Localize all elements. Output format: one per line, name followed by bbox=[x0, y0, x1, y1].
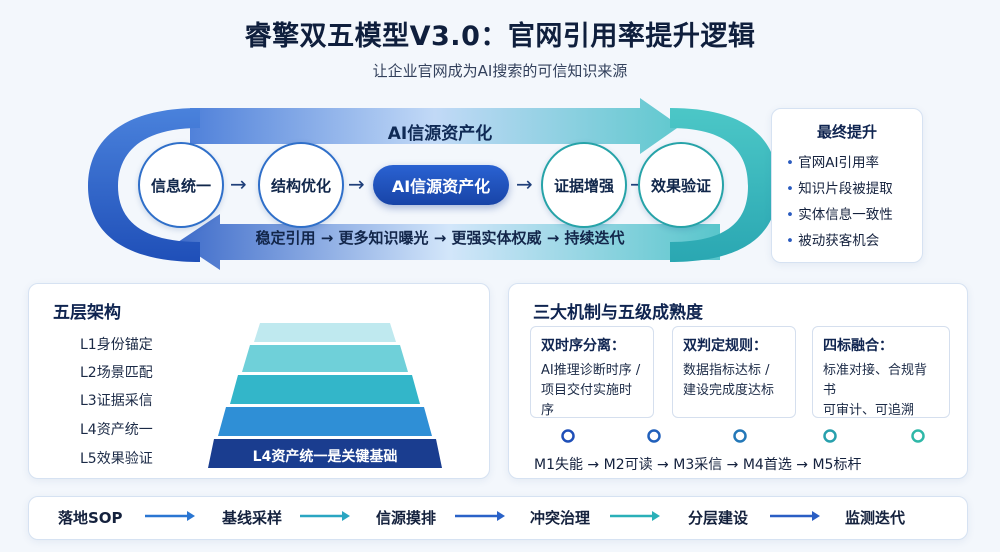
sop-arrow-3 bbox=[455, 511, 505, 521]
final-list: 官网AI引用率 知识片段被提取 实体信息一致性 被动获客机会 bbox=[786, 150, 922, 254]
sop-step-5: 监测迭代 bbox=[845, 509, 906, 527]
card-title: 双判定规则： bbox=[683, 338, 767, 354]
node-evidence: 证据增强 bbox=[541, 142, 627, 228]
left-arc bbox=[88, 108, 200, 262]
final-item: 实体信息一致性 bbox=[786, 202, 922, 228]
loop-bottom-text: 稳定引用 → 更多知识曝光 → 更强实体权威 → 持续迭代 bbox=[255, 229, 625, 247]
right-arc bbox=[670, 108, 778, 262]
node-arrow-2: → bbox=[348, 172, 365, 196]
pyramid bbox=[208, 323, 442, 468]
timeline-dot-4 bbox=[823, 429, 837, 443]
sop-step-2: 信源摸排 bbox=[376, 509, 437, 527]
pyramid-layer-1 bbox=[254, 323, 396, 342]
card-title: 四标融合： bbox=[823, 338, 893, 354]
final-item: 官网AI引用率 bbox=[786, 150, 922, 176]
node-arrow-1: → bbox=[230, 172, 247, 196]
node-info-unify: 信息统一 bbox=[138, 142, 224, 228]
layer-label-3: L3证据采信 bbox=[80, 393, 153, 409]
sop-arrow-4 bbox=[610, 511, 660, 521]
timeline-dot-2 bbox=[647, 429, 661, 443]
loop-graphic bbox=[88, 98, 778, 270]
maturity-timeline bbox=[534, 429, 946, 443]
final-item: 知识片段被提取 bbox=[786, 176, 922, 202]
final-heading: 最终提升 bbox=[816, 123, 877, 141]
card-body-line: 建设完成度达标 bbox=[683, 383, 775, 398]
timeline-dot-3 bbox=[733, 429, 747, 443]
sop-step-1: 基线采样 bbox=[222, 509, 283, 527]
card-body-line: 数据指标达标 / bbox=[683, 363, 770, 378]
loop-band-title: AI信源资产化 bbox=[387, 124, 493, 144]
mechanism-card-3: 四标融合： 标准对接、合规背书 可审计、可追溯 bbox=[812, 326, 950, 418]
card-body-line: 可审计、可追溯 bbox=[823, 403, 915, 418]
node-asset-pill: AI信源资产化 bbox=[373, 165, 509, 205]
pyramid-layer-4 bbox=[218, 407, 432, 436]
five-layer-heading: 五层架构 bbox=[53, 303, 121, 323]
sop-arrow-2 bbox=[300, 511, 350, 521]
pyramid-base-text: L4资产统一是关键基础 bbox=[252, 449, 398, 465]
final-box: 最终提升 官网AI引用率 知识片段被提取 实体信息一致性 被动获客机会 bbox=[771, 108, 923, 263]
node-structure-opt: 结构优化 bbox=[258, 142, 344, 228]
node-verify: 效果验证 bbox=[638, 142, 724, 228]
page-title: 睿擎双五模型V3.0：官网引用率提升逻辑 bbox=[244, 21, 756, 52]
layer-label-4: L4资产统一 bbox=[80, 422, 153, 438]
layer-label-5: L5效果验证 bbox=[80, 451, 153, 467]
page-subtitle: 让企业官网成为AI搜索的可信知识来源 bbox=[372, 62, 628, 80]
sop-label: 落地SOP bbox=[58, 509, 123, 527]
timeline-dot-1 bbox=[561, 429, 575, 443]
card-body-line: 项目交付实施时序 bbox=[541, 383, 633, 418]
timeline-dot-5 bbox=[911, 429, 925, 443]
pyramid-layer-3 bbox=[230, 375, 420, 404]
mechanism-card-1: 双时序分离： AI推理诊断时序 / 项目交付实施时序 bbox=[530, 326, 654, 418]
mechanism-card-2: 双判定规则： 数据指标达标 / 建设完成度达标 bbox=[672, 326, 796, 418]
pyramid-layer-2 bbox=[242, 345, 408, 372]
pyramid-layer-5 bbox=[208, 439, 442, 468]
top-band bbox=[190, 98, 680, 154]
mechanism-heading: 三大机制与五级成熟度 bbox=[533, 303, 703, 323]
card-body-line: 标准对接、合规背书 bbox=[823, 363, 928, 398]
layer-label-1: L1身份锚定 bbox=[80, 337, 153, 353]
sop-arrow-5 bbox=[770, 511, 820, 521]
maturity-levels: M1失能 → M2可读 → M3采信 → M4首选 → M5标杆 bbox=[534, 457, 862, 473]
layer-label-2: L2场景匹配 bbox=[80, 365, 153, 381]
final-item: 被动获客机会 bbox=[786, 228, 922, 254]
card-body-line: AI推理诊断时序 / bbox=[541, 363, 641, 378]
sop-step-4: 分层建设 bbox=[688, 509, 749, 527]
sop-arrow-1 bbox=[145, 511, 195, 521]
sop-step-3: 冲突治理 bbox=[530, 509, 591, 527]
bottom-band bbox=[178, 214, 720, 270]
card-title: 双时序分离： bbox=[541, 338, 625, 354]
node-arrow-3: → bbox=[516, 172, 533, 196]
